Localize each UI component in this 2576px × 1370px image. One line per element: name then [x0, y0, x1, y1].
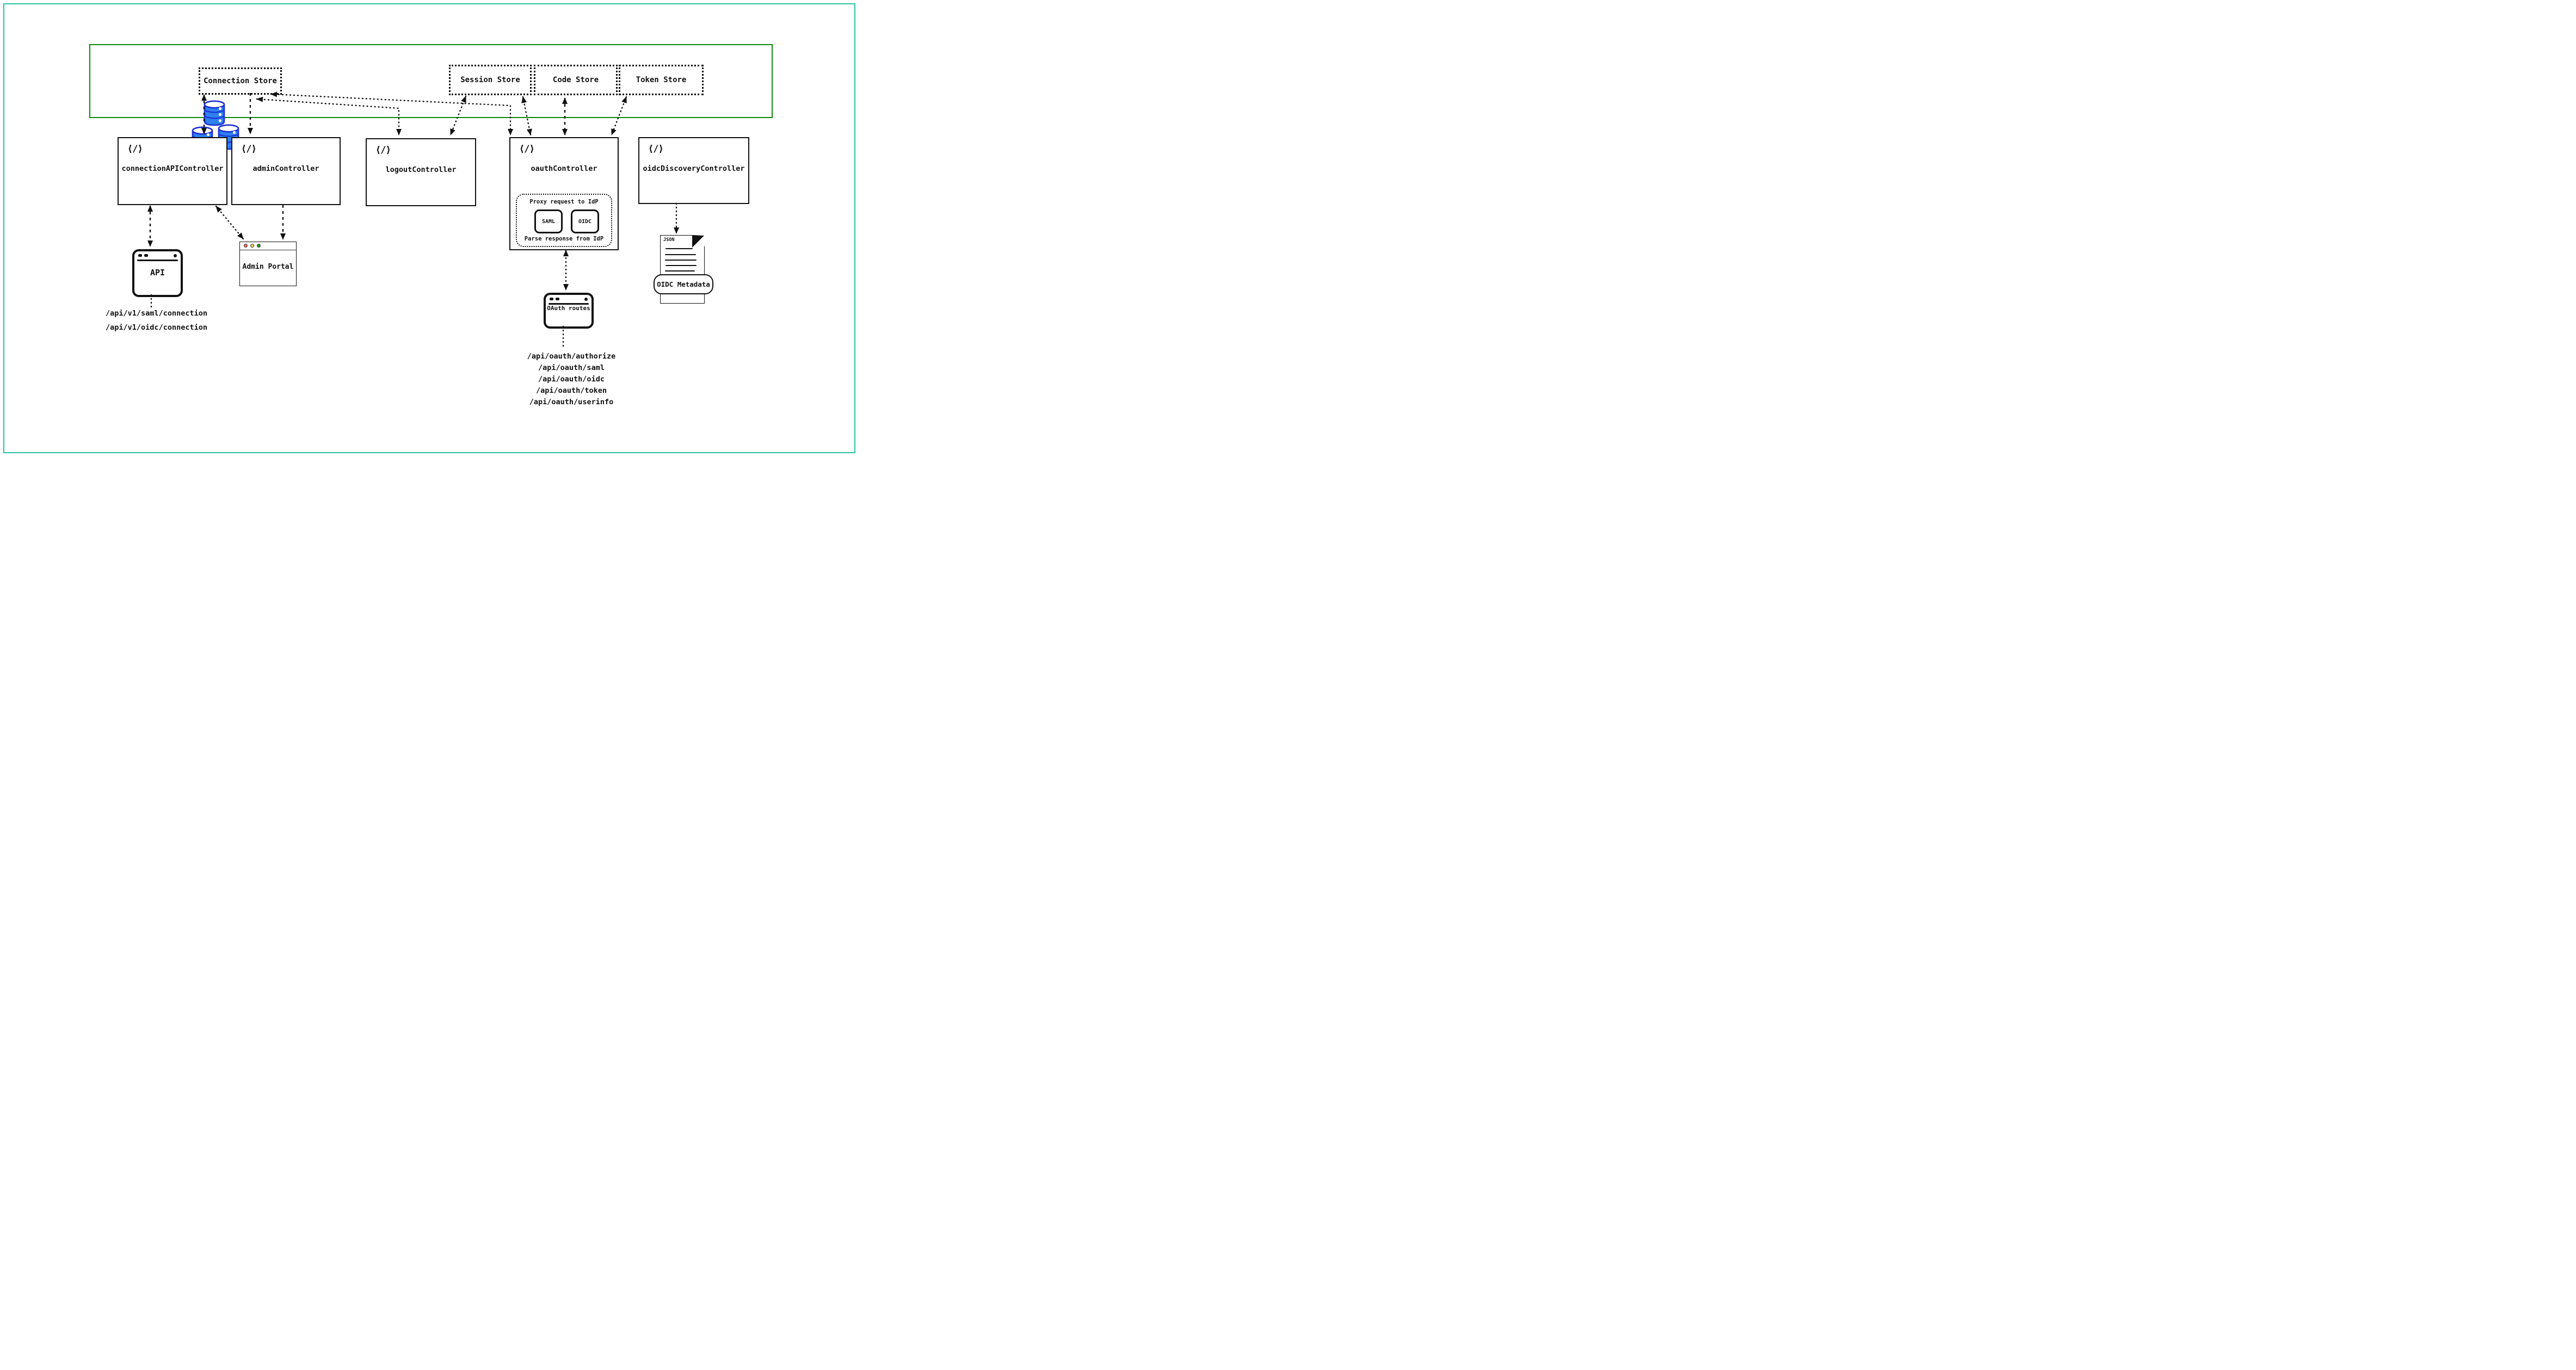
document-text-line: [665, 265, 697, 266]
document-text-line: [665, 270, 695, 271]
oauth-route-list: /api/oauth/authorize /api/oauth/saml /ap…: [520, 351, 623, 408]
saml-chip: SAML: [534, 209, 563, 233]
oauth-routes-window: OAuth routes: [544, 293, 594, 329]
admin-portal-titlebar: [240, 242, 296, 250]
document-text-line: [665, 260, 697, 261]
oidc-metadata-banner: OIDC Metadata: [654, 274, 713, 294]
window-dot-icon: [144, 254, 148, 257]
route-item: /api/oauth/authorize: [527, 352, 616, 361]
route-item: /api/v1/saml/connection: [106, 309, 207, 318]
data-store-container: Connection Store Session Store Code Stor…: [89, 44, 773, 152]
controller-label: oidcDiscoveryController: [643, 164, 745, 173]
oidc-metadata-document: JSON OIDC Metadata: [654, 235, 713, 304]
api-window-titlebar: [134, 251, 181, 260]
route-item: /api/oauth/oidc: [538, 375, 605, 384]
code-icon: ⟨/⟩: [519, 144, 535, 155]
file-type-label: JSON: [663, 237, 675, 243]
admin-portal-label: Admin Portal: [242, 263, 294, 271]
route-item: /api/oauth/token: [535, 386, 607, 395]
window-dot-icon: [556, 298, 559, 300]
code-store: Code Store: [534, 65, 618, 95]
controller-label: connectionAPIController: [121, 164, 224, 173]
route-item: /api/oauth/saml: [538, 363, 605, 372]
api-v1-route-list: /api/v1/saml/connection /api/v1/oidc/con…: [103, 306, 209, 335]
route-item: /api/v1/oidc/connection: [106, 323, 207, 332]
admin-controller: ⟨/⟩ adminController: [231, 137, 341, 205]
session-store-label: Session Store: [460, 76, 520, 84]
oauth-routes-titlebar: [546, 295, 591, 303]
window-divider: [137, 260, 178, 261]
window-dot-icon: [138, 254, 142, 257]
close-traffic-light-icon: [244, 244, 248, 248]
session-store: Session Store: [449, 65, 532, 95]
proxy-request-label: Proxy request to IdP: [529, 199, 599, 205]
idp-proxy-box: Proxy request to IdP SAML OIDC Parse res…: [516, 194, 612, 247]
maximize-traffic-light-icon: [257, 244, 261, 248]
code-icon: ⟨/⟩: [648, 144, 664, 155]
token-store: Token Store: [619, 65, 704, 95]
window-divider: [549, 303, 589, 305]
oidc-metadata-label: OIDC Metadata: [657, 280, 710, 288]
controller-label: logoutController: [385, 165, 457, 174]
controller-label: oauthController: [531, 164, 597, 173]
oidc-label: OIDC: [578, 218, 592, 225]
connection-store: Connection Store: [199, 67, 282, 95]
code-icon: ⟨/⟩: [241, 144, 257, 155]
code-icon: ⟨/⟩: [375, 145, 391, 156]
logout-controller: ⟨/⟩ logoutController: [366, 138, 476, 206]
parse-response-label: Parse response from IdP: [524, 236, 604, 242]
oidc-discovery-controller: ⟨/⟩ oidcDiscoveryController: [638, 137, 749, 204]
oidc-chip: OIDC: [571, 209, 599, 233]
connection-store-label: Connection Store: [204, 77, 277, 85]
saml-label: SAML: [541, 218, 556, 225]
connection-api-controller: ⟨/⟩ connectionAPIController: [118, 137, 227, 205]
window-dot-icon: [550, 298, 553, 300]
window-dot-icon: [584, 298, 588, 301]
oauth-routes-label: OAuth routes: [547, 305, 590, 312]
code-store-label: Code Store: [552, 76, 599, 84]
window-dot-icon: [174, 254, 177, 257]
document-text-line: [665, 254, 696, 255]
outer-frame: [3, 3, 855, 453]
api-window-label: API: [150, 268, 165, 277]
api-window: API: [132, 249, 183, 297]
document-text-line: [665, 248, 693, 249]
architecture-diagram: Connection Store Session Store Code Stor…: [0, 0, 859, 456]
minimize-traffic-light-icon: [250, 244, 254, 248]
token-store-label: Token Store: [636, 76, 687, 84]
folded-corner-icon: [692, 235, 704, 248]
controller-label: adminController: [252, 164, 319, 173]
admin-portal-window: Admin Portal: [239, 242, 297, 286]
code-icon: ⟨/⟩: [127, 144, 143, 155]
route-item: /api/oauth/userinfo: [529, 398, 614, 406]
oauth-controller: ⟨/⟩ oauthController Proxy request to IdP…: [509, 137, 619, 250]
